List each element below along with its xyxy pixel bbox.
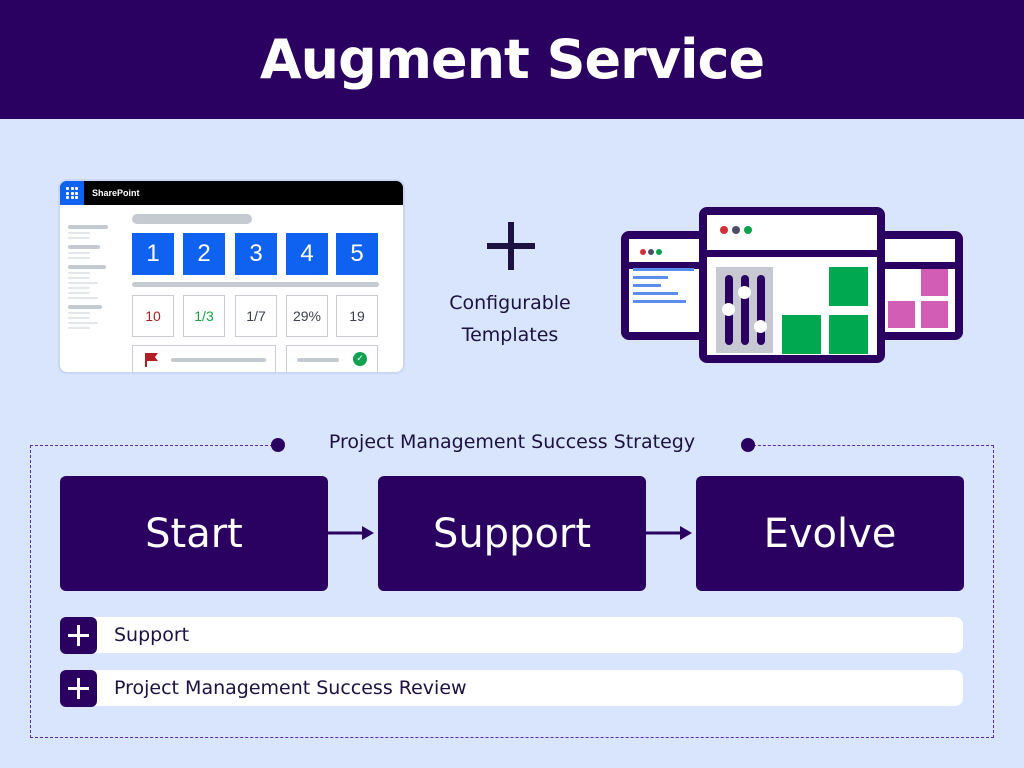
task-card <box>132 345 276 372</box>
strategy-frame <box>30 445 994 738</box>
step-tile: 2 <box>183 233 225 275</box>
frame-top-right <box>748 445 994 446</box>
divider <box>132 282 379 287</box>
step-tile: 5 <box>336 233 378 275</box>
stat-tile: 19 <box>336 295 378 337</box>
phase-support: Support <box>378 476 646 591</box>
strategy-title: Project Management Success Strategy <box>328 431 696 453</box>
frame-top-left <box>30 445 278 446</box>
status-card: ✓ <box>286 345 378 372</box>
template-window-center <box>699 207 885 363</box>
phase-start: Start <box>60 476 328 591</box>
stat-tile: 10 <box>132 295 174 337</box>
label-line: Configurable <box>449 292 571 314</box>
step-tile: 4 <box>286 233 328 275</box>
stat-tile: 1/7 <box>235 295 277 337</box>
stat-tile: 29% <box>286 295 328 337</box>
list-item-label: Support <box>114 624 190 646</box>
plus-icon <box>60 616 97 654</box>
configurable-templates-label: Configurable Templates <box>420 287 600 351</box>
template-window-left <box>621 231 707 340</box>
page-title: Augment Service <box>259 28 765 91</box>
step-tile: 1 <box>132 233 174 275</box>
list-item: Support <box>60 616 963 654</box>
stat-tile: 1/3 <box>183 295 225 337</box>
arrow-right-icon <box>328 526 374 540</box>
label-line: Templates <box>461 324 559 346</box>
check-circle-icon: ✓ <box>353 352 367 366</box>
arrow-right-icon <box>646 526 692 540</box>
page-header: Augment Service <box>0 0 1024 119</box>
sidebar-placeholder <box>68 225 108 332</box>
plus-icon <box>60 669 97 707</box>
sharepoint-dashboard-mockup: SharePoint 1 2 3 4 5 10 1/3 1/7 29% 19 ✓ <box>60 181 403 372</box>
connector-dot <box>271 438 285 452</box>
list-item: Project Management Success Review <box>60 669 963 707</box>
sharepoint-top-bar: SharePoint <box>60 181 403 205</box>
sharepoint-app-name: SharePoint <box>92 188 140 198</box>
phase-evolve: Evolve <box>696 476 964 591</box>
step-tile: 3 <box>235 233 277 275</box>
waffle-grid-icon <box>60 181 84 205</box>
flag-icon <box>145 353 158 367</box>
connector-dot <box>741 438 755 452</box>
search-bar-placeholder <box>132 214 252 224</box>
template-window-right <box>877 231 963 340</box>
list-item-label: Project Management Success Review <box>114 677 467 699</box>
plus-icon <box>487 222 535 270</box>
sliders-panel <box>716 267 773 353</box>
